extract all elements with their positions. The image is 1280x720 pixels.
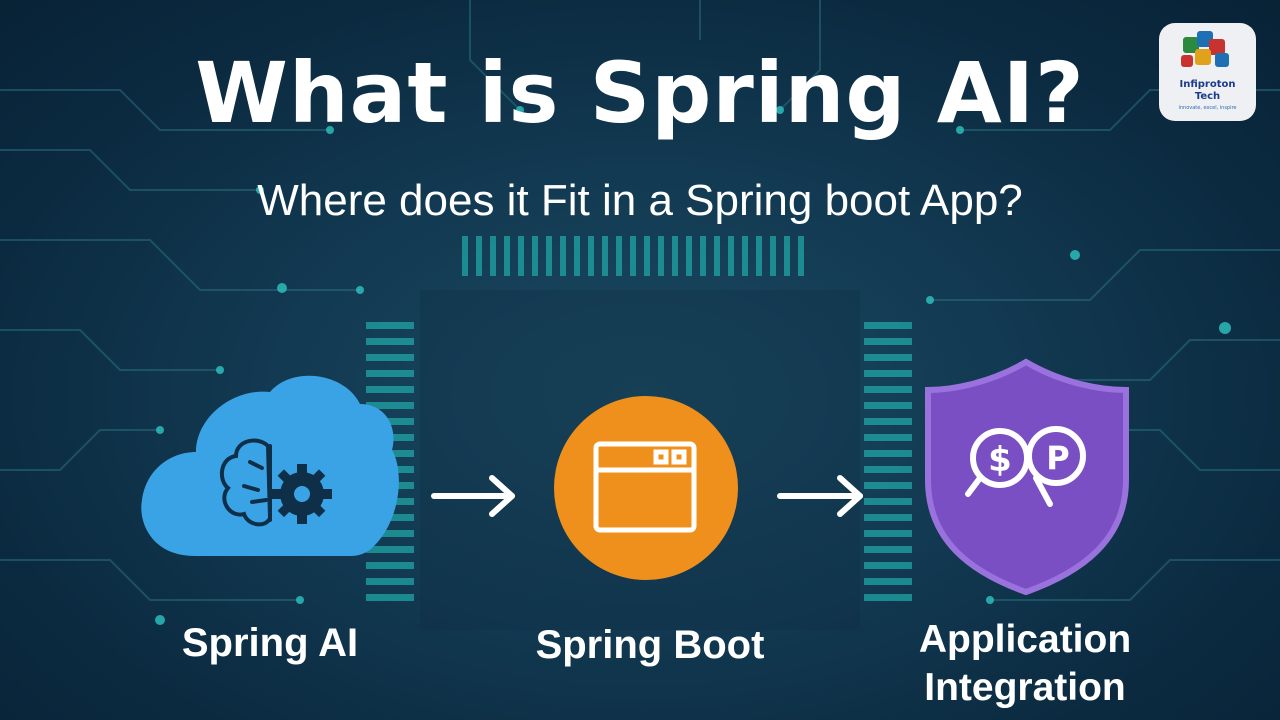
gear-icon	[272, 464, 332, 524]
application-integration-label: Application Integration	[880, 616, 1170, 712]
logo-name: Infiproton Tech	[1159, 79, 1256, 103]
page-title: What is Spring AI?	[195, 44, 1085, 142]
svg-text:$: $	[988, 440, 1012, 480]
spring-boot-label: Spring Boot	[535, 623, 765, 667]
browser-window-icon	[593, 441, 697, 533]
arrow-right-icon	[777, 475, 863, 517]
svg-text:P: P	[1046, 439, 1069, 477]
application-integration-label-line1: Application	[918, 618, 1132, 661]
logo-tagline: innovate, excel, inspire	[1178, 105, 1237, 111]
logo-name-line2: Tech	[1194, 91, 1221, 102]
application-integration-node: $ P	[925, 358, 1129, 596]
p-search-icon	[1026, 426, 1086, 507]
spring-ai-label: Spring AI	[181, 621, 359, 665]
shield-icon	[925, 358, 1129, 596]
puzzle-pieces-icon	[1181, 31, 1229, 67]
spring-boot-node	[554, 396, 738, 580]
brand-logo: Infiproton Tech innovate, excel, inspire	[1159, 23, 1256, 121]
brain-icon	[219, 438, 273, 527]
page-subtitle: Where does it Fit in a Spring boot App?	[257, 176, 1023, 225]
spring-ai-node	[141, 375, 399, 556]
logo-name-line1: Infiproton	[1179, 79, 1236, 90]
application-integration-label-line2: Integration	[924, 666, 1126, 709]
arrow-right-icon	[431, 475, 515, 517]
